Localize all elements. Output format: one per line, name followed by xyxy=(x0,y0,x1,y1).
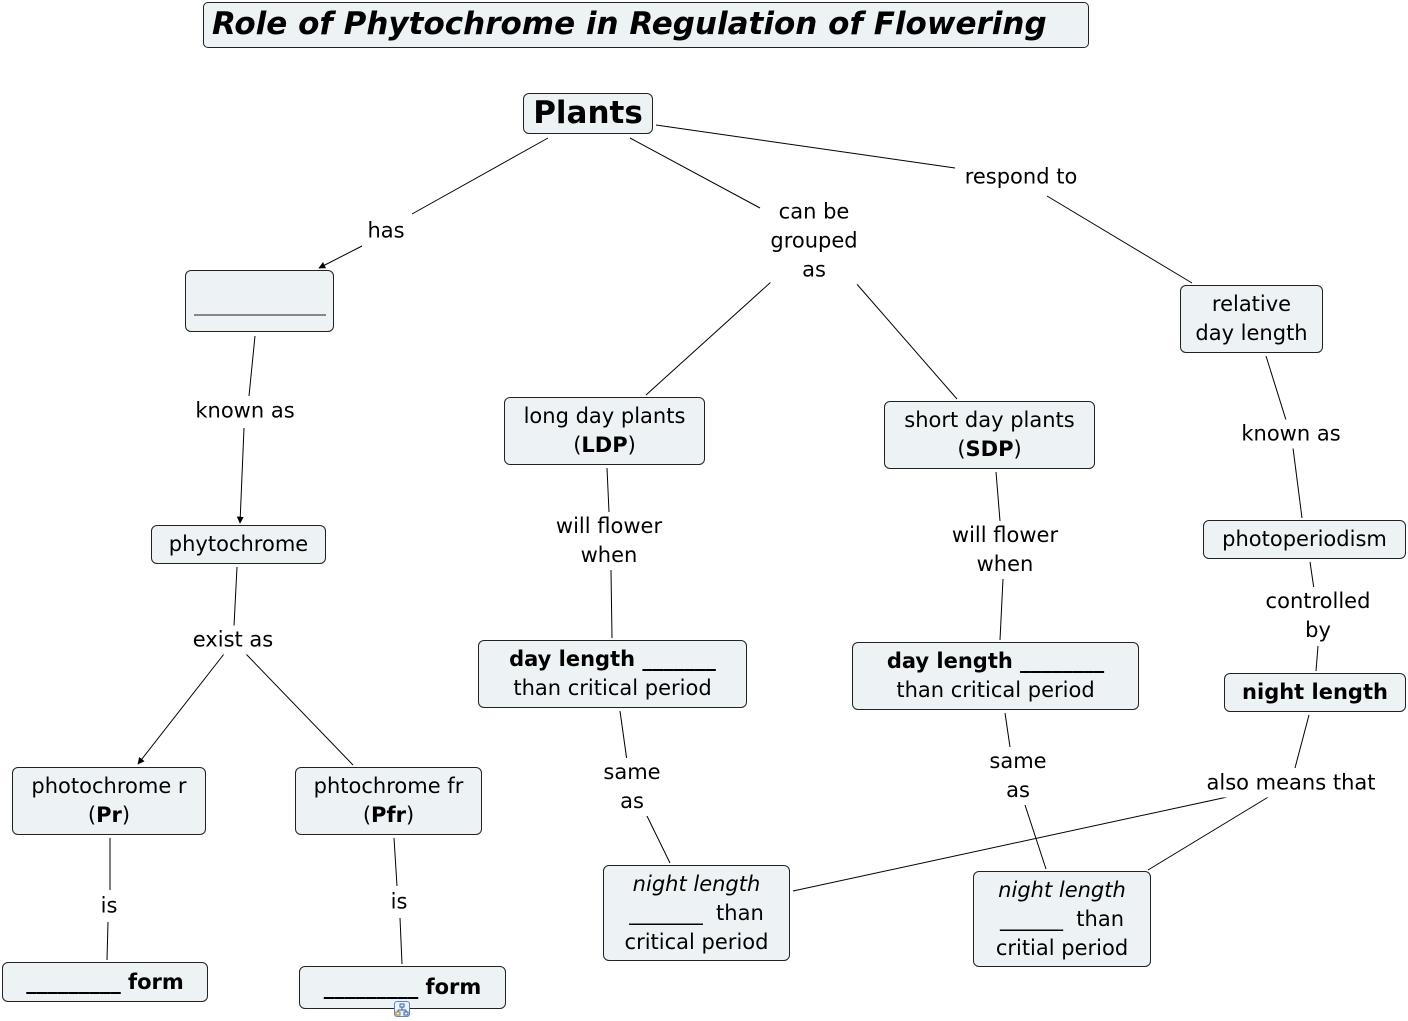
link-label-ldp-will-flower[interactable]: will flower when xyxy=(555,512,663,570)
connector-sdpday-to-same xyxy=(1004,712,1011,748)
node-photoperiodism-text: photoperiodism xyxy=(1222,527,1387,551)
node-ldp-day-length[interactable]: day length _______ than critical period xyxy=(478,640,747,708)
connector-knownas-to-phyto xyxy=(236,427,245,524)
node-relative-day-length[interactable]: relative day length xyxy=(1180,285,1323,353)
connector-photo-to-controlled xyxy=(1309,561,1315,590)
link-label-sdp-same-as[interactable]: same as xyxy=(989,747,1047,805)
node-ldp-abbr: LDP xyxy=(581,433,628,457)
paren-open: ( xyxy=(573,433,582,457)
link-label-known-as-right[interactable]: known as xyxy=(1241,419,1341,449)
connector-also-to-sdpnight xyxy=(1147,795,1271,871)
hierarchy-icon xyxy=(395,1003,409,1016)
connector-ldpday-to-same xyxy=(619,710,628,762)
node-plants[interactable]: Plants xyxy=(523,93,653,134)
connector-rdl-to-knownas xyxy=(1265,355,1287,421)
node-long-day-plants[interactable]: long day plants (LDP) xyxy=(504,397,705,465)
paren-open: ( xyxy=(957,437,966,461)
blank-answer-line[interactable] xyxy=(193,314,326,316)
node-ldp-day-bold[interactable]: day length _______ xyxy=(509,647,716,671)
node-night-length-text: night length xyxy=(1242,680,1388,704)
node-ldp-night-line3: critical period xyxy=(624,929,769,954)
link-label-exist-as[interactable]: exist as xyxy=(192,625,274,655)
node-ldp-night-italic: night length xyxy=(632,871,761,896)
node-pr-line1: photochrome r xyxy=(31,774,187,798)
connector-is-to-pfrform xyxy=(399,917,403,965)
connector-has-to-blank xyxy=(318,245,363,269)
connector-night-to-also xyxy=(1294,714,1310,769)
connector-grouped-to-ldp xyxy=(645,281,772,396)
connector-is-to-prform xyxy=(106,921,109,961)
connector-plants-to-grouped xyxy=(629,137,761,209)
paren-close: ) xyxy=(405,803,415,827)
node-night-length[interactable]: night length xyxy=(1224,673,1406,712)
node-sdp-abbr: SDP xyxy=(965,437,1014,461)
node-sdp-day-line2: than critical period xyxy=(896,678,1095,702)
node-sdp-line1: short day plants xyxy=(904,408,1075,432)
connector-ldp-to-will xyxy=(606,467,610,513)
node-ldp-line1: long day plants xyxy=(523,404,686,428)
link-label-is-pr[interactable]: is xyxy=(100,891,118,921)
node-sdp-night-italic: night length xyxy=(998,877,1126,902)
node-photoperiodism[interactable]: photoperiodism xyxy=(1203,520,1406,559)
node-ldp-night-length[interactable]: night length _______ than critical perio… xyxy=(603,865,790,961)
link-label-controlled-by[interactable]: controlled by xyxy=(1265,587,1371,645)
connector-plants-to-has xyxy=(411,137,549,215)
node-sdp-day-bold[interactable]: day length ________ xyxy=(886,649,1105,673)
node-phytochrome[interactable]: phytochrome xyxy=(151,525,326,564)
connector-phyto-to-existas xyxy=(233,566,238,627)
node-ldp-night-line2[interactable]: _______ than xyxy=(629,900,764,925)
form-word: form xyxy=(120,969,184,994)
node-sdp-night-line3: critial period xyxy=(995,935,1129,960)
paren-close: ) xyxy=(1013,437,1022,461)
connector-existas-to-pr xyxy=(137,653,225,765)
concept-map-title: Role of Phytochrome in Regulation of Flo… xyxy=(203,2,1089,48)
blank-answer[interactable]: _________ xyxy=(323,975,419,999)
link-label-can-be-grouped-as[interactable]: can be grouped as xyxy=(770,197,858,285)
link-label-also-means-that[interactable]: also means that xyxy=(1206,768,1376,798)
link-label-is-pfr[interactable]: is xyxy=(390,887,408,917)
node-ldp-day-line2: than critical period xyxy=(513,676,712,700)
paren-close: ) xyxy=(121,803,131,827)
connector-grouped-to-sdp xyxy=(854,281,958,400)
node-phtochrome-fr[interactable]: phtochrome fr (Pfr) xyxy=(295,767,482,835)
node-photochrome-r[interactable]: photochrome r (Pr) xyxy=(12,767,206,835)
connector-existas-to-pfr xyxy=(245,653,354,766)
node-plants-text: Plants xyxy=(533,95,643,131)
link-label-has[interactable]: has xyxy=(367,216,405,246)
connector-will-to-ldpday xyxy=(610,569,613,639)
connector-pfr-to-is xyxy=(393,837,398,887)
connector-will-to-sdpday xyxy=(999,578,1004,641)
link-label-respond-to[interactable]: respond to xyxy=(964,162,1078,192)
node-pr-abbr: Pr xyxy=(96,803,122,827)
node-sdp-day-length[interactable]: day length ________ than critical period xyxy=(852,642,1139,710)
node-blank-pigment[interactable] xyxy=(185,270,334,332)
link-label-known-as-left[interactable]: known as xyxy=(195,396,295,426)
node-rdl-line1: relative xyxy=(1211,292,1292,316)
node-short-day-plants[interactable]: short day plants (SDP) xyxy=(884,401,1095,469)
node-sdp-night-length[interactable]: night length ______ than critial period xyxy=(973,871,1151,967)
connector-same-to-sdpnight xyxy=(1024,804,1047,870)
connector-respond-to-rdl xyxy=(1046,195,1193,284)
node-pr-form[interactable]: _________ form xyxy=(2,962,208,1002)
paren-open: ( xyxy=(362,803,372,827)
link-label-sdp-will-flower[interactable]: will flower when xyxy=(951,521,1059,579)
paren-close: ) xyxy=(627,433,636,457)
node-pfr-line1: phtochrome fr xyxy=(313,774,464,798)
blank-answer[interactable]: _________ xyxy=(26,969,121,994)
connector-plants-to-respond xyxy=(655,124,956,169)
connector-controlled-to-night xyxy=(1315,645,1319,672)
connector-also-to-ldpnight xyxy=(792,795,1233,892)
submap-icon[interactable] xyxy=(394,1001,410,1017)
connector-blank-to-knownas xyxy=(248,335,256,397)
node-phytochrome-text: phytochrome xyxy=(168,532,309,556)
node-sdp-night-line2[interactable]: ______ than xyxy=(999,906,1125,931)
connector-knownas-to-photo xyxy=(1292,447,1303,519)
connector-same-to-ldpnight xyxy=(645,813,671,864)
link-label-ldp-same-as[interactable]: same as xyxy=(603,758,661,816)
paren-open: ( xyxy=(87,803,97,827)
connector-sdp-to-will xyxy=(995,471,1001,522)
node-rdl-line2: day length xyxy=(1195,321,1308,345)
form-word: form xyxy=(418,975,482,999)
node-pfr-abbr: Pfr xyxy=(371,803,406,827)
